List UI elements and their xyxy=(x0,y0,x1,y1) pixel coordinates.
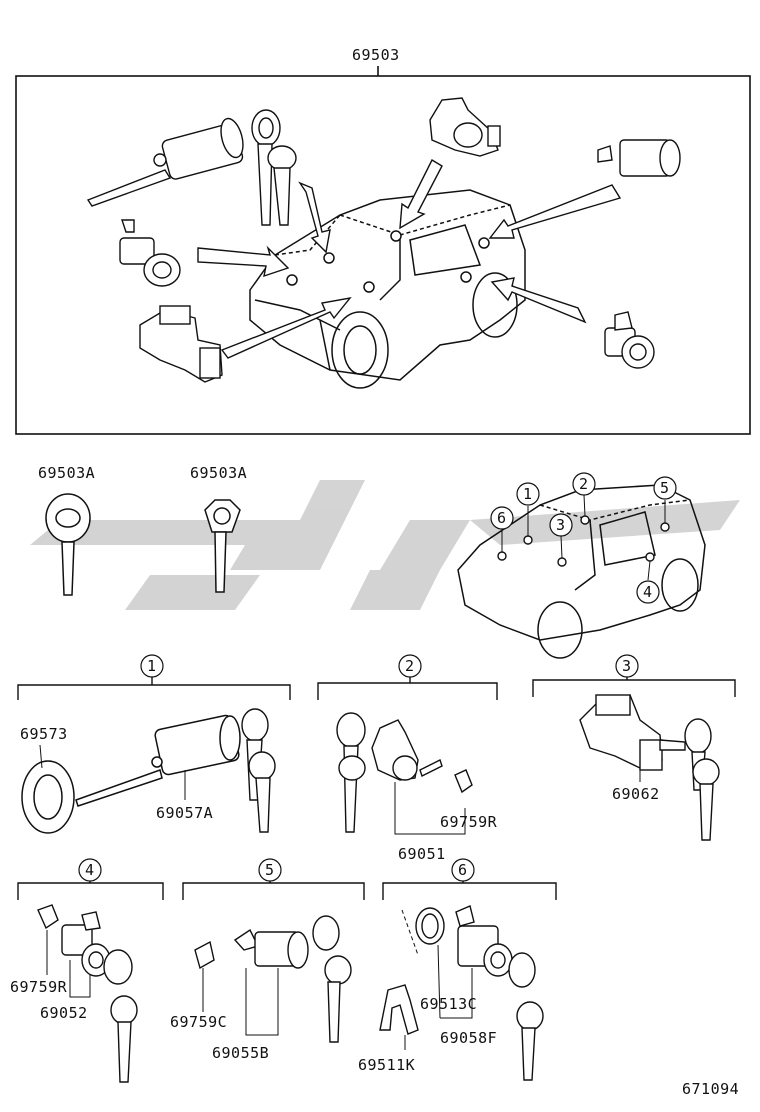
callout-arrows-top xyxy=(197,159,622,359)
group6-keys xyxy=(508,952,544,1081)
group3-keys xyxy=(684,718,720,841)
part-69759r-g4: 69759R xyxy=(10,978,68,996)
group6-lock xyxy=(455,905,513,977)
car-top-illustration xyxy=(249,189,526,389)
group4-keys xyxy=(103,949,138,1083)
hatch-lock-top xyxy=(429,97,501,157)
group5-clip xyxy=(194,940,215,970)
group4-clip xyxy=(37,904,59,930)
car-callout-3: 3 xyxy=(556,516,566,534)
car-callout-5: 5 xyxy=(660,479,670,497)
group4-lock xyxy=(61,911,111,977)
group5-lock xyxy=(233,928,309,969)
part-69759c: 69759C xyxy=(170,1013,228,1031)
watermark-logo xyxy=(30,480,740,610)
car-index-dots xyxy=(497,515,670,567)
group1-keys xyxy=(241,708,276,833)
car-callout-2: 2 xyxy=(579,475,589,493)
door-lock-top-right xyxy=(604,311,655,369)
group-number-circles xyxy=(78,654,639,882)
group1-cylinder xyxy=(75,714,241,807)
part-69051: 69051 xyxy=(398,845,446,863)
group-brackets xyxy=(17,676,736,900)
group5-keys xyxy=(312,915,352,1043)
car-index-leaders xyxy=(501,494,666,581)
group3-lock xyxy=(579,694,686,771)
ignition-lock-top xyxy=(86,117,244,207)
part-69511k: 69511K xyxy=(358,1056,416,1074)
car-top-callouts xyxy=(286,230,490,293)
group-6-number: 6 xyxy=(458,861,468,879)
group5-leaders xyxy=(202,968,279,1036)
car-callout-4: 4 xyxy=(643,583,653,601)
part-69057a: 69057A xyxy=(156,804,214,822)
group6-ring xyxy=(415,907,445,945)
group2-lock xyxy=(371,719,443,781)
main-assembly-part-number: 69503 xyxy=(352,46,400,64)
part-69058f: 69058F xyxy=(440,1029,498,1047)
trunk-lock-top-right xyxy=(597,139,681,177)
car-index-circles xyxy=(490,472,677,604)
steering-lock-top xyxy=(139,305,223,383)
diagram-number: 671094 xyxy=(682,1080,740,1098)
part-69062: 69062 xyxy=(612,785,660,803)
part-69759r-g2: 69759R xyxy=(440,813,498,831)
group2-clip xyxy=(454,769,473,794)
group-2-number: 2 xyxy=(405,657,415,675)
group6-bracket xyxy=(379,984,419,1035)
car-callout-1: 1 xyxy=(523,485,533,503)
group2-leaders xyxy=(394,782,466,835)
group-5-number: 5 xyxy=(265,861,275,879)
key-69503a-right xyxy=(204,499,241,593)
car-index-illustration xyxy=(457,484,706,659)
group6-leaders xyxy=(401,909,473,1050)
key-part-number-left: 69503A xyxy=(38,464,96,482)
key-part-number-right: 69503A xyxy=(190,464,248,482)
door-lock-top-left xyxy=(119,219,181,287)
group-4-number: 4 xyxy=(85,861,95,879)
group1-leaders xyxy=(39,744,186,800)
group-1-number: 1 xyxy=(147,657,157,675)
part-69052: 69052 xyxy=(40,1004,88,1022)
car-callout-6: 6 xyxy=(497,509,507,527)
group1-ring xyxy=(21,760,75,834)
part-69513c: 69513C xyxy=(420,995,478,1013)
part-69055b: 69055B xyxy=(212,1044,270,1062)
part-69573: 69573 xyxy=(20,725,68,743)
key-pair-top xyxy=(251,109,297,226)
group4-leaders xyxy=(46,930,91,998)
group2-key xyxy=(336,712,366,833)
key-69503a-left xyxy=(45,493,91,596)
group-3-number: 3 xyxy=(622,657,632,675)
assembly-box xyxy=(15,66,751,435)
